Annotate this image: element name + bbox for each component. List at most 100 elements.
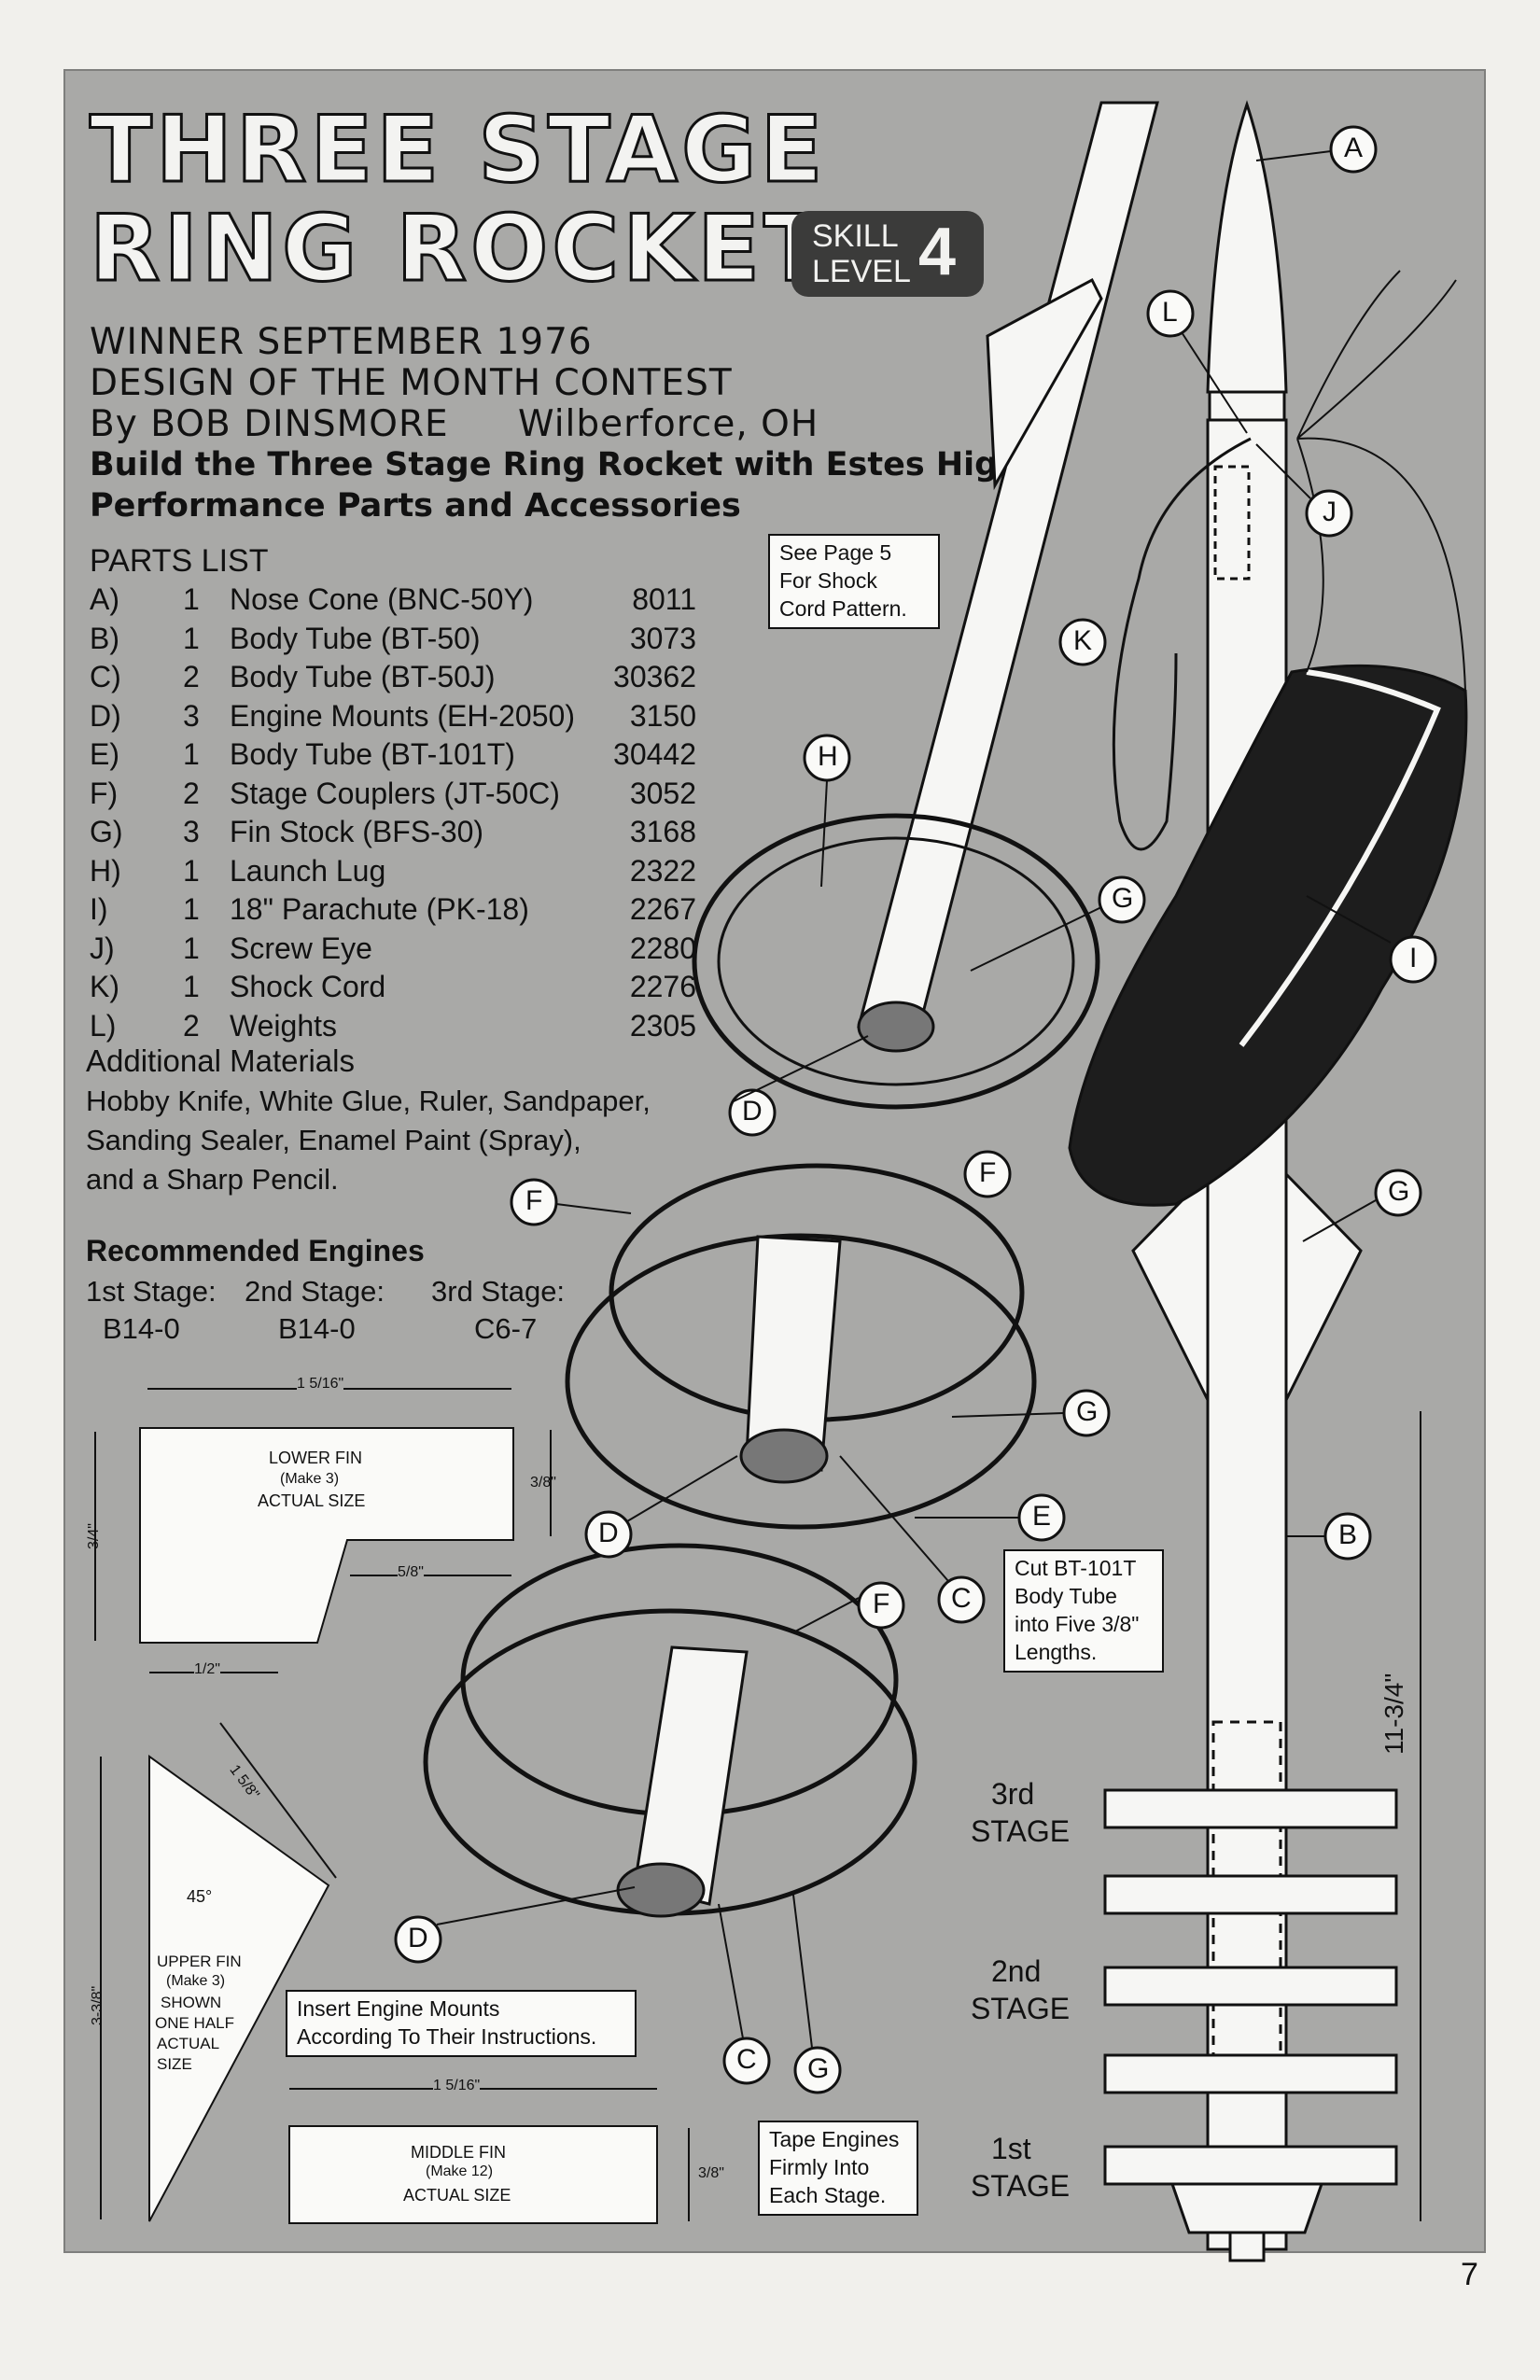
callout-f-3: F	[873, 1589, 890, 1619]
callout-g-3: G	[1076, 1396, 1099, 1427]
title-line-2: RING ROCKET	[89, 196, 830, 302]
insert-mounts-note: Insert Engine Mounts According To Their …	[286, 1990, 637, 2057]
leader-lines	[436, 150, 1392, 2049]
build-line-1: Build the Three Stage Ring Rocket with E…	[90, 446, 1022, 483]
middle-ring-b	[565, 1233, 1037, 1530]
engines-heading: Recommended Engines	[86, 1234, 425, 1267]
shock-cord-note: See Page 5 For Shock Cord Pattern.	[768, 534, 940, 629]
part-qty: 1	[183, 621, 200, 655]
upper-fin-note-1: SHOWN	[161, 1994, 222, 2011]
part-letter: A)	[90, 582, 119, 616]
parachute	[1068, 270, 1468, 1207]
part-number: 8011	[632, 582, 696, 616]
part-name: Body Tube (BT-101T)	[230, 737, 515, 771]
part-letter: E)	[90, 737, 119, 771]
part-number: 2305	[629, 1008, 696, 1043]
part-name: Engine Mounts (EH-2050)	[230, 698, 575, 733]
middle-fin-note: ACTUAL SIZE	[403, 2186, 511, 2205]
part-number: 3150	[629, 698, 696, 733]
tape-engines-note: Tape Engines Firmly Into Each Stage.	[758, 2121, 918, 2216]
callout-circle-c2	[722, 2037, 771, 2085]
part-qty: 3	[183, 815, 200, 848]
callout-d-3: D	[408, 1923, 428, 1953]
upper-fin-right	[1284, 1170, 1363, 1401]
part-qty: 1	[183, 970, 200, 1003]
stage-3-ring-b	[1103, 1874, 1398, 1915]
upper-fin-note-2: ONE HALF	[155, 2014, 235, 2032]
part-qty: 1	[183, 737, 200, 771]
upper-fin-note-4: SIZE	[157, 2055, 192, 2073]
part-number: 2267	[629, 892, 696, 926]
part-number: 3168	[629, 815, 696, 848]
lower-fin-title: LOWER FIN	[269, 1449, 363, 1467]
upper-fin-angle: 45°	[187, 1887, 213, 1906]
shock-cord	[1112, 437, 1252, 851]
part-letter: D)	[90, 698, 121, 733]
part-name: Launch Lug	[230, 853, 386, 888]
callout-f-1: F	[979, 1157, 997, 1188]
lower-tube	[633, 1645, 749, 1906]
lower-stage-exploded	[423, 1543, 917, 1918]
callout-k: K	[1073, 625, 1093, 656]
part-letter: H)	[90, 853, 121, 888]
upper-fin-template	[148, 1755, 330, 2222]
part-name: Screw Eye	[230, 931, 372, 965]
stage-2-number: 2nd	[991, 1954, 1042, 1988]
callout-circle-d1	[728, 1088, 777, 1137]
part-number: 2276	[629, 970, 696, 1003]
weights-hidden	[1213, 465, 1251, 581]
additional-line-3: and a Sharp Pencil.	[86, 1163, 339, 1196]
callout-circle-j	[1305, 489, 1353, 538]
part-name: Shock Cord	[230, 970, 386, 1003]
callout-c-1: C	[951, 1583, 972, 1614]
middle-fin-height: 3/8"	[698, 2165, 724, 2181]
callout-e: E	[1032, 1501, 1052, 1532]
lower-fin-width: 1 5/16"	[297, 1376, 344, 1393]
stage-2-label: STAGE	[971, 1992, 1071, 2025]
stage-3-number: 3rd	[991, 1777, 1035, 1811]
callout-circle-a	[1329, 125, 1378, 174]
title-line-1: THREE STAGE	[88, 97, 827, 203]
callout-j: J	[1323, 497, 1337, 527]
engine-stage-2: B14-0	[278, 1312, 356, 1345]
note-line: Firmly Into	[769, 2154, 870, 2179]
upper-stage-exploded	[692, 101, 1159, 1110]
skill-word: SKILL	[812, 218, 899, 254]
upper-fin-title: UPPER FIN	[157, 1953, 242, 1970]
callout-circle-d3	[394, 1915, 442, 1964]
note-line: According To Their Instructions.	[297, 2023, 597, 2049]
part-letter: L)	[90, 1008, 117, 1043]
callout-l: L	[1162, 297, 1178, 328]
engine-tip	[1228, 2231, 1266, 2262]
callout-d-2: D	[598, 1518, 619, 1548]
callout-i: I	[1409, 943, 1418, 973]
middle-fin-template	[288, 2125, 658, 2224]
part-qty: 1	[183, 892, 200, 926]
upper-fin-note-3: ACTUAL	[157, 2035, 220, 2052]
part-qty: 1	[183, 853, 200, 888]
rocket-length: 11-3/4"	[1379, 1673, 1408, 1755]
callout-circle-k	[1058, 618, 1107, 666]
callout-circle-f1	[963, 1150, 1012, 1198]
lower-fin-base: 1/2"	[194, 1661, 220, 1678]
callout-circle-g4	[793, 2046, 842, 2094]
part-letter: F)	[90, 776, 119, 810]
upper-fin-left	[1131, 1170, 1210, 1401]
part-name: Body Tube (BT-50)	[230, 621, 481, 655]
lower-fin-side: 3/8"	[530, 1475, 556, 1491]
part-name: Weights	[230, 1008, 338, 1043]
upper-engine-mount	[857, 1001, 935, 1053]
part-number: 30362	[613, 660, 696, 693]
lower-fin-count: (Make 3)	[280, 1471, 340, 1487]
stage-3-label: STAGE	[971, 1814, 1071, 1848]
part-letter: B)	[90, 621, 119, 655]
callout-h: H	[818, 741, 838, 772]
callout-circle-g2	[1374, 1169, 1422, 1217]
upper-ring-inner	[717, 836, 1075, 1086]
note-line: See Page 5	[779, 540, 892, 565]
contest-line: DESIGN OF THE MONTH CONTEST	[90, 362, 733, 404]
page-number: 7	[1461, 2257, 1478, 2292]
additional-heading: Additional Materials	[86, 1043, 355, 1078]
